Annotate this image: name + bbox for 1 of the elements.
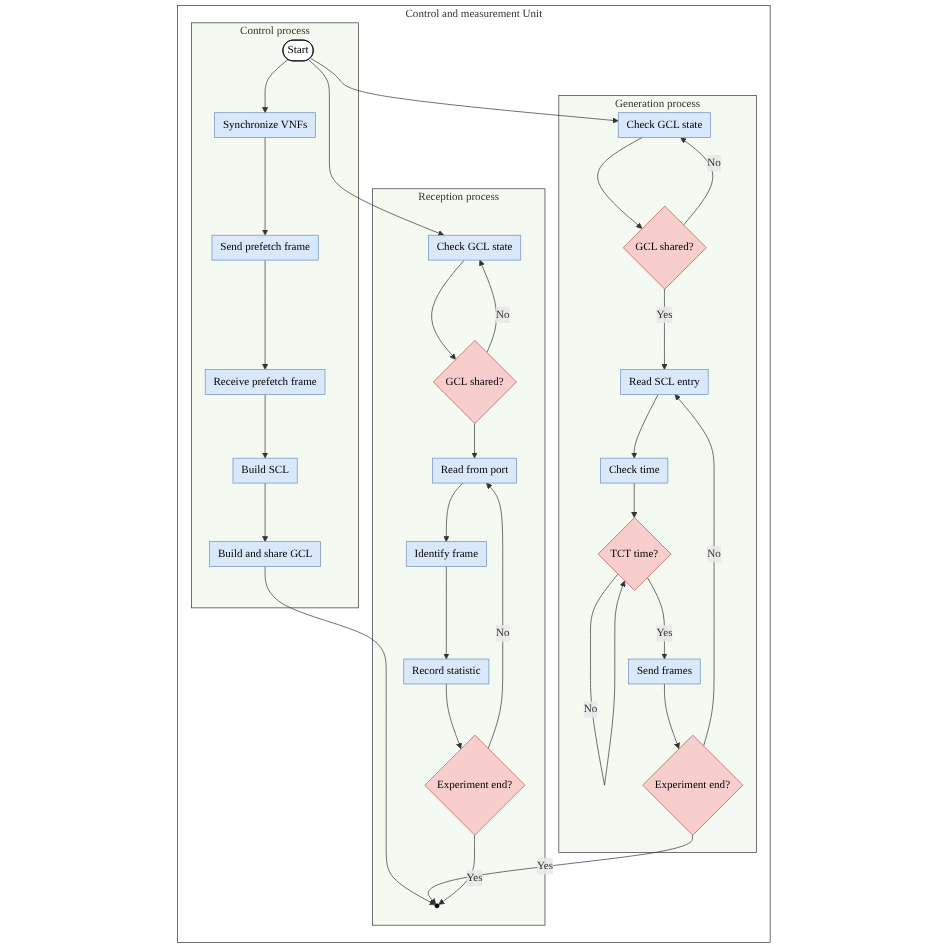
node-circle: [434, 903, 440, 909]
